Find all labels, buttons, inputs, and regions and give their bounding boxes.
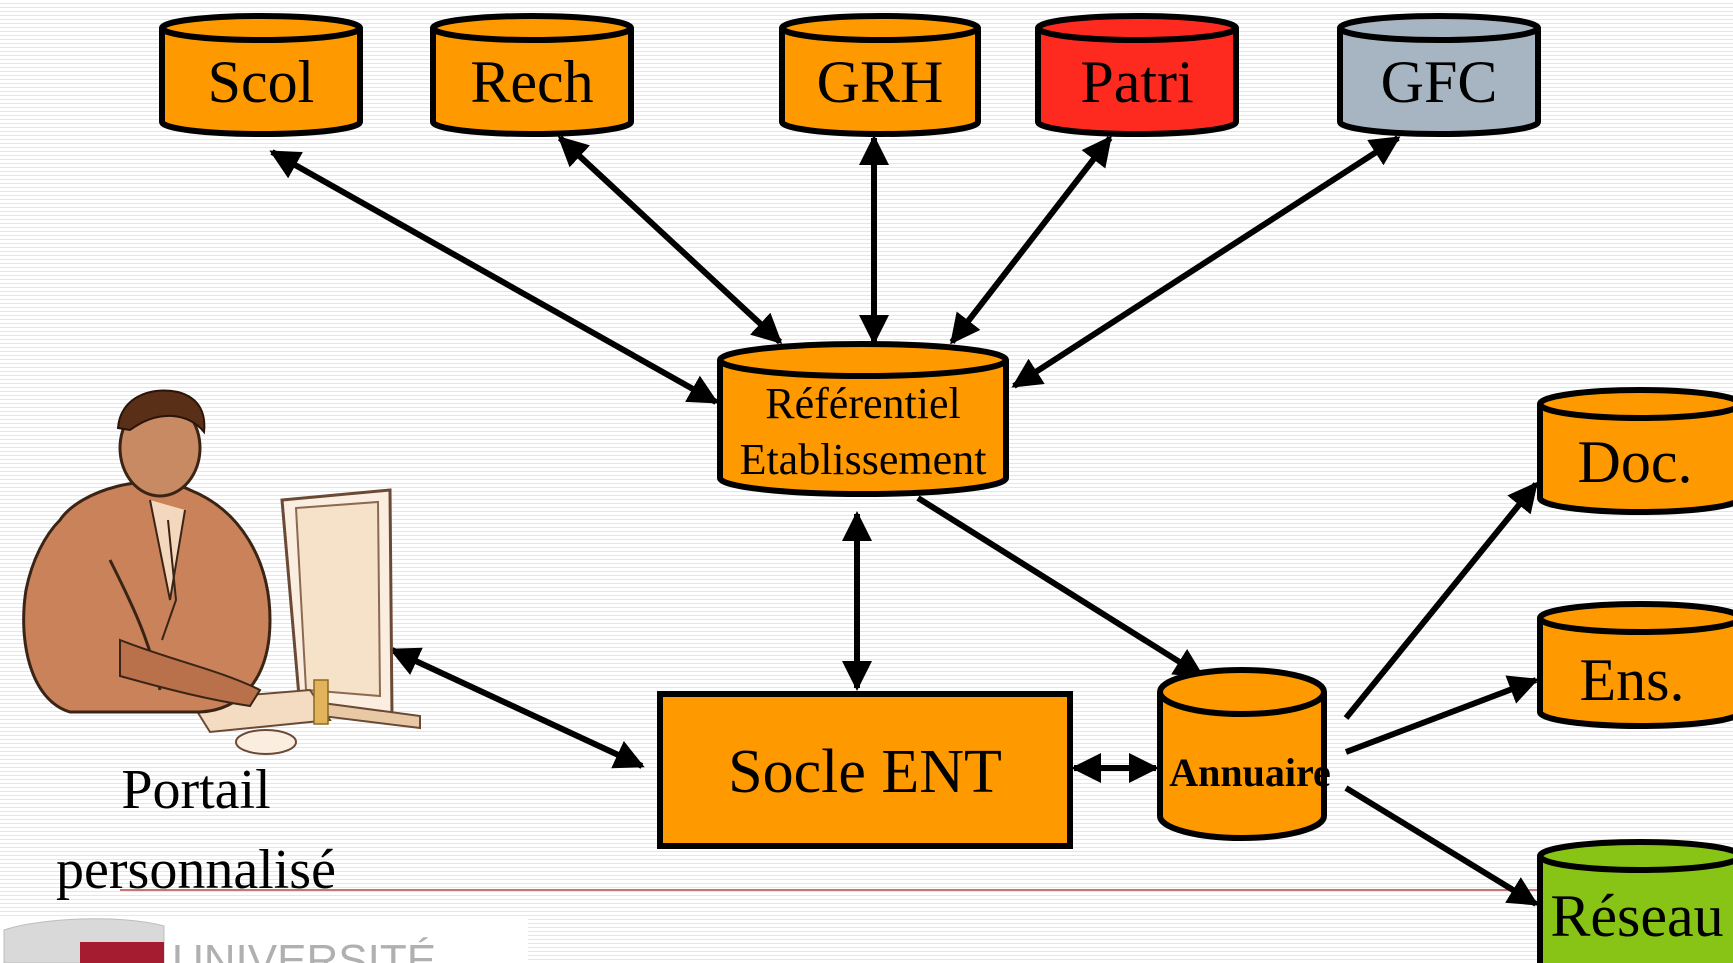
db-doc-label: Doc. bbox=[1578, 429, 1693, 495]
db-scol-label: Scol bbox=[208, 49, 315, 115]
db-doc: Doc. bbox=[1537, 387, 1733, 515]
db-scol: Scol bbox=[159, 13, 363, 137]
db-ens-top bbox=[1537, 601, 1733, 635]
db-ens-label: Ens. bbox=[1580, 647, 1685, 713]
db-rech-top bbox=[430, 13, 634, 43]
logo-red-band bbox=[80, 942, 164, 963]
db-annuaire: Annuaire bbox=[1157, 667, 1331, 841]
db-patri: Patri bbox=[1035, 13, 1239, 137]
db-reseau: Réseau bbox=[1537, 839, 1733, 963]
socle-ent-box: Socle ENT bbox=[657, 691, 1073, 849]
db-grh: GRH bbox=[779, 13, 981, 137]
connectors bbox=[269, 135, 1539, 907]
db-referentiel: Référentiel Etablissement bbox=[717, 341, 1009, 497]
portal-label-line2: personnalisé bbox=[56, 839, 336, 901]
db-annuaire-body bbox=[1157, 692, 1327, 841]
db-scol-body bbox=[159, 28, 363, 137]
db-reseau-body bbox=[1537, 856, 1733, 963]
db-reseau-label: Réseau bbox=[1550, 883, 1723, 949]
connector-annuaire-doc bbox=[1343, 481, 1539, 720]
db-referentiel-top bbox=[717, 341, 1009, 379]
db-grh-top bbox=[779, 13, 981, 43]
db-ens-body bbox=[1537, 618, 1733, 729]
db-rech: Rech bbox=[430, 13, 634, 137]
connector-portal-socle bbox=[389, 647, 645, 769]
db-referentiel-body bbox=[717, 360, 1009, 497]
logo-text: UNIVERSITÉ bbox=[172, 936, 436, 963]
db-gfc: GFC bbox=[1337, 13, 1541, 137]
connector-patri-referentiel bbox=[949, 135, 1113, 345]
db-gfc-top bbox=[1337, 13, 1541, 43]
db-referentiel-label-line2: Etablissement bbox=[740, 435, 987, 484]
db-grh-label: GRH bbox=[817, 49, 944, 115]
db-grh-body bbox=[779, 28, 981, 137]
socle-ent-rect bbox=[657, 691, 1073, 849]
db-rech-label: Rech bbox=[470, 49, 593, 115]
db-gfc-label: GFC bbox=[1381, 49, 1498, 115]
connector-scol-referentiel bbox=[269, 149, 719, 405]
db-reseau-top bbox=[1537, 839, 1733, 873]
connector-annuaire-ens bbox=[1344, 675, 1539, 755]
connector-referentiel-annuaire bbox=[916, 495, 1205, 679]
person-at-computer-icon bbox=[22, 389, 421, 755]
db-patri-body bbox=[1035, 28, 1239, 137]
db-referentiel-label-line1: Référentiel bbox=[765, 379, 960, 428]
db-annuaire-label: Annuaire bbox=[1169, 750, 1331, 795]
db-rech-body bbox=[430, 28, 634, 137]
db-doc-body bbox=[1537, 404, 1733, 515]
university-logo: UNIVERSITÉ bbox=[0, 916, 528, 963]
db-patri-label: Patri bbox=[1080, 49, 1193, 115]
db-doc-top bbox=[1537, 387, 1733, 421]
connector-gfc-referentiel bbox=[1011, 135, 1401, 389]
connector-annuaire-reseau bbox=[1344, 785, 1539, 907]
socle-ent-label: Socle ENT bbox=[728, 738, 1002, 806]
db-scol-top bbox=[159, 13, 363, 43]
connector-rech-referentiel bbox=[557, 135, 783, 345]
portal-label-line1: Portail bbox=[121, 759, 270, 821]
db-annuaire-top bbox=[1157, 667, 1327, 717]
db-gfc-body bbox=[1337, 28, 1541, 137]
db-ens: Ens. bbox=[1537, 601, 1733, 729]
db-patri-top bbox=[1035, 13, 1239, 43]
